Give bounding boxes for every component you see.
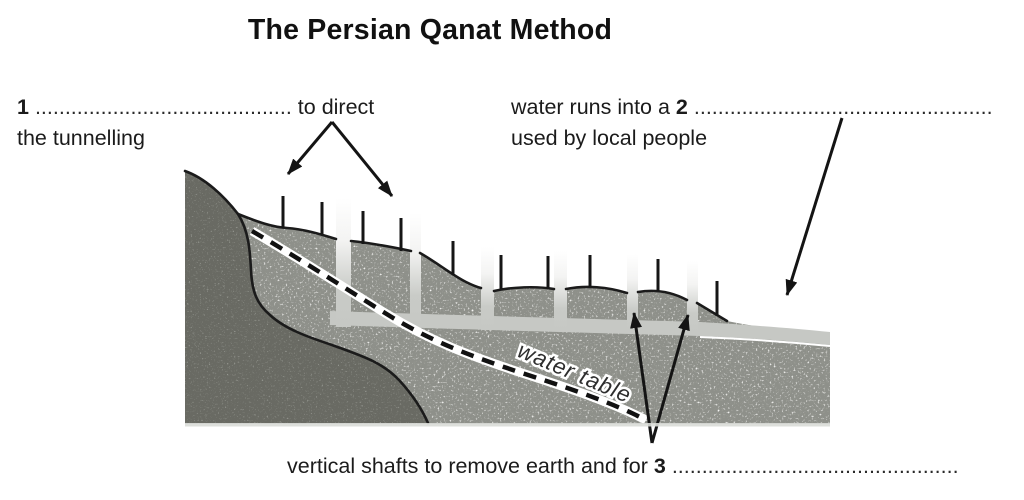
- annotation-arrows: [286, 117, 844, 444]
- water-table-line: [249, 227, 649, 424]
- vertical-shafts: [336, 198, 698, 334]
- label-2-gap-fill: water runs into a 2 ....................…: [511, 92, 993, 154]
- vertical-shaft: [481, 247, 494, 330]
- water-channel-tunnel: [330, 311, 830, 345]
- page-title: The Persian Qanat Method: [247, 14, 613, 46]
- arrow-to-shaft-left: [630, 312, 654, 444]
- arrow-to-channel-outlet: [785, 117, 844, 296]
- vertical-shaft: [554, 251, 567, 331]
- label-3-text: vertical shafts to remove earth and for: [287, 454, 654, 478]
- label-2-line2: used by local people: [511, 126, 708, 150]
- vertical-shaft: [627, 254, 638, 332]
- question-number-2: 2: [675, 95, 688, 119]
- answer-dotted-line-3: ........................................…: [671, 454, 959, 478]
- question-number-1: 1: [17, 95, 29, 119]
- surface-marker-poles: [281, 196, 719, 316]
- vertical-shaft: [687, 261, 698, 334]
- answer-dotted-line-1: ........................................…: [34, 95, 292, 119]
- vertical-shaft: [336, 198, 351, 327]
- question-number-3: 3: [653, 454, 666, 478]
- arrow-dam-right: [330, 121, 394, 197]
- label-3-gap-fill: vertical shafts to remove earth and for …: [287, 451, 959, 482]
- arrow-dam-left: [286, 121, 334, 175]
- diagram-bottom-edge: [185, 423, 830, 427]
- channel-highlight: [699, 336, 831, 347]
- answer-dotted-line-2: ........................................…: [693, 95, 993, 119]
- terrain-outline: [183, 169, 729, 425]
- label-1-text: to direct: [291, 95, 375, 119]
- label-1-gap-fill: 1 ......................................…: [17, 92, 374, 154]
- vertical-shaft: [410, 213, 421, 328]
- label-2-text: water runs into a: [511, 95, 676, 119]
- arrow-to-shaft-right: [650, 314, 690, 444]
- label-1-line2: the tunnelling: [17, 126, 145, 150]
